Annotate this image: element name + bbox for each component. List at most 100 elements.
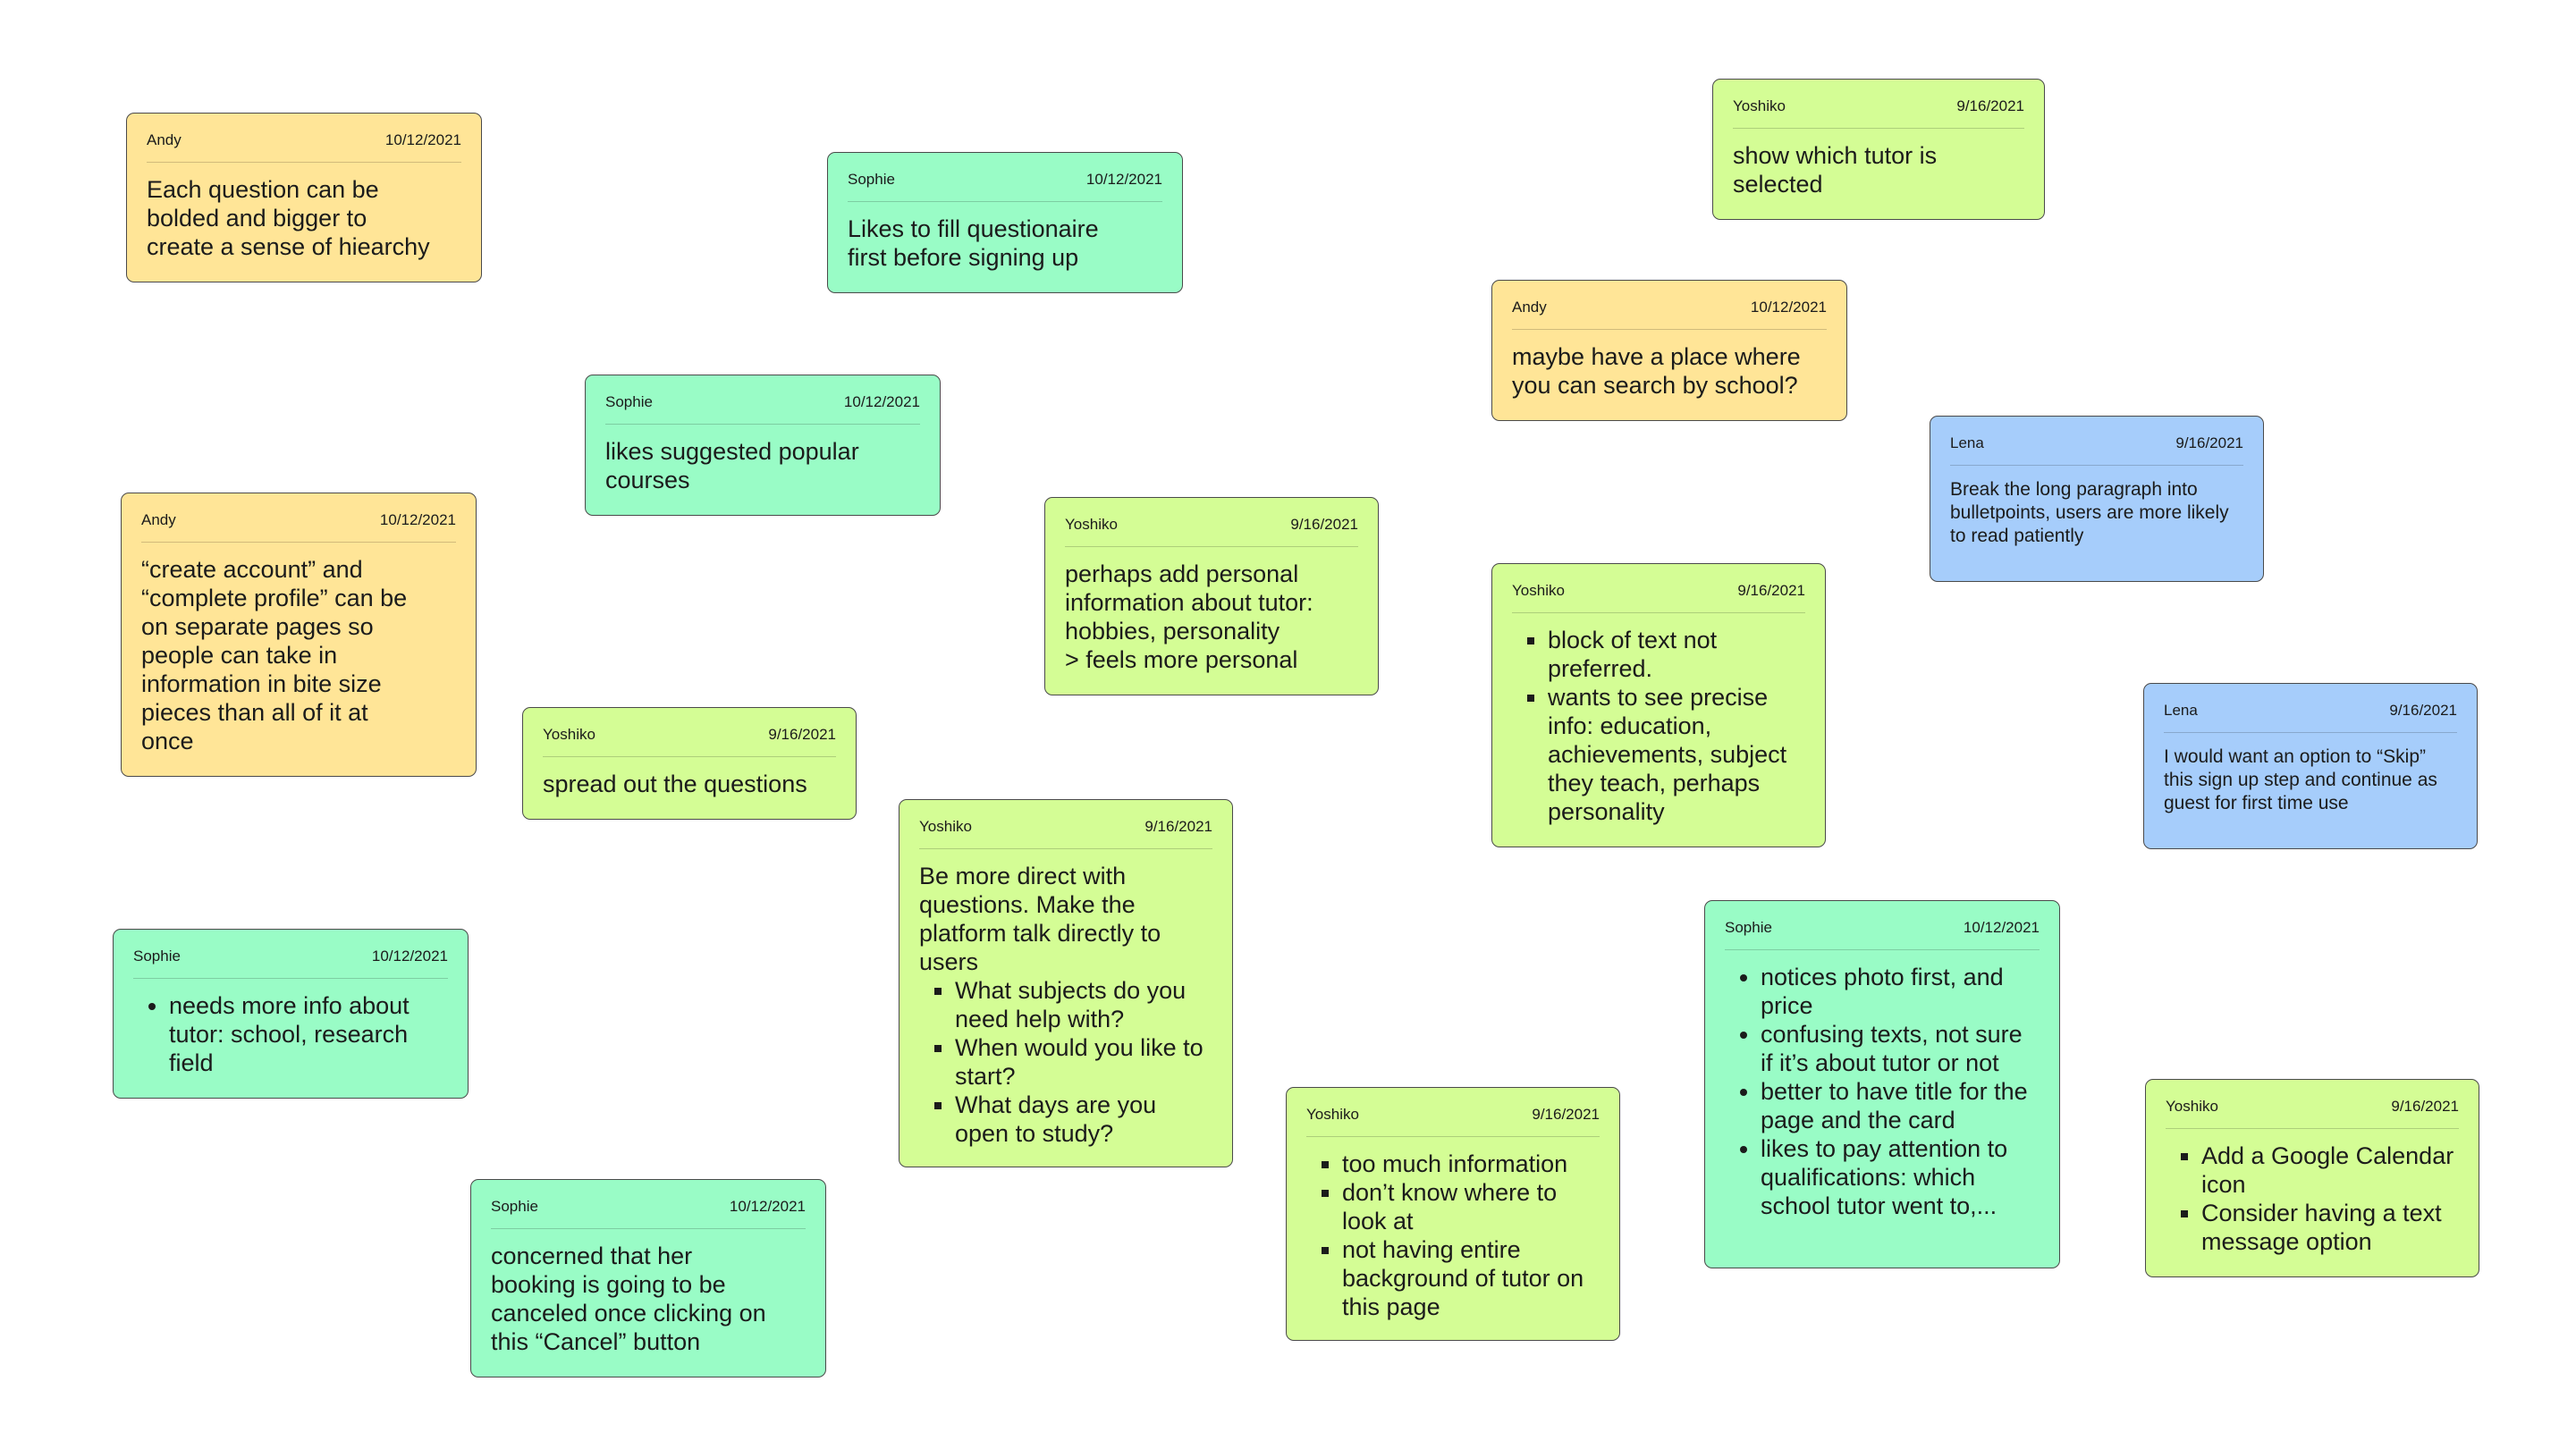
note-author: Yoshiko: [1065, 516, 1118, 533]
sticky-note[interactable]: Sophie 10/12/2021 Likes to fill question…: [827, 152, 1183, 293]
note-header: Lena 9/16/2021: [2164, 702, 2457, 733]
note-header: Sophie 10/12/2021: [605, 393, 920, 425]
note-date: 10/12/2021: [371, 948, 448, 965]
note-text: Break the long paragraph into bulletpoin…: [1950, 479, 2229, 546]
note-header: Lena 9/16/2021: [1950, 434, 2243, 466]
list-item: When would you like to start?: [955, 1033, 1212, 1091]
note-header: Yoshiko 9/16/2021: [919, 818, 1212, 849]
note-header: Sophie 10/12/2021: [1725, 919, 2040, 950]
sticky-note[interactable]: Yoshiko 9/16/2021 block of text not pref…: [1491, 563, 1826, 847]
sticky-note[interactable]: Yoshiko 9/16/2021 spread out the questio…: [522, 707, 857, 820]
note-header: Andy 10/12/2021: [1512, 299, 1827, 330]
note-author: Lena: [2164, 702, 2198, 719]
sticky-note[interactable]: Sophie 10/12/2021 concerned that her boo…: [470, 1179, 826, 1377]
sticky-note[interactable]: Yoshiko 9/16/2021 perhaps add personal i…: [1044, 497, 1379, 695]
note-author: Yoshiko: [1306, 1106, 1359, 1123]
note-header: Yoshiko 9/16/2021: [543, 726, 836, 757]
list-item: wants to see precise info: education, ac…: [1548, 683, 1805, 826]
note-author: Sophie: [133, 948, 181, 965]
sticky-note[interactable]: Sophie 10/12/2021 likes suggested popula…: [585, 375, 941, 516]
note-header: Yoshiko 9/16/2021: [2166, 1098, 2459, 1129]
note-text: show which tutor is selected: [1733, 142, 1938, 198]
list-item: not having entire background of tutor on…: [1342, 1235, 1600, 1321]
note-bullet-list: needs more info about tutor: school, res…: [133, 991, 448, 1077]
sticky-note[interactable]: Andy 10/12/2021 “create account” and “co…: [121, 493, 477, 777]
list-item: likes to pay attention to qualifications…: [1761, 1134, 2040, 1220]
note-date: 10/12/2021: [843, 393, 920, 410]
list-item: too much information: [1342, 1150, 1600, 1178]
note-header: Sophie 10/12/2021: [491, 1198, 806, 1229]
sticky-note[interactable]: Sophie 10/12/2021 notices photo first, a…: [1704, 900, 2060, 1268]
note-header: Yoshiko 9/16/2021: [1512, 582, 1805, 613]
note-author: Sophie: [491, 1198, 538, 1215]
note-date: 10/12/2021: [1963, 919, 2040, 936]
note-date: 9/16/2021: [1737, 582, 1805, 599]
note-date: 10/12/2021: [1085, 171, 1162, 188]
list-item: block of text not preferred.: [1548, 626, 1805, 683]
note-author: Andy: [141, 511, 176, 528]
note-bullet-list: notices photo first, and price confusing…: [1725, 963, 2040, 1220]
note-date: 10/12/2021: [1750, 299, 1827, 316]
note-text: I would want an option to “Skip” this si…: [2164, 746, 2437, 813]
note-author: Sophie: [848, 171, 895, 188]
note-date: 9/16/2021: [768, 726, 836, 743]
note-text: maybe have a place where you can search …: [1512, 343, 1801, 399]
note-author: Sophie: [605, 393, 653, 410]
note-header: Yoshiko 9/16/2021: [1306, 1106, 1600, 1137]
note-text: perhaps add personal information about t…: [1065, 560, 1313, 673]
sticky-note[interactable]: Yoshiko 9/16/2021 Add a Google Calendar …: [2145, 1079, 2479, 1277]
note-author: Andy: [1512, 299, 1547, 316]
list-item: What days are you open to study?: [955, 1091, 1212, 1148]
note-header: Yoshiko 9/16/2021: [1733, 97, 2024, 129]
note-text: Be more direct with questions. Make the …: [919, 863, 1161, 975]
note-header: Sophie 10/12/2021: [848, 171, 1162, 202]
note-text: concerned that her booking is going to b…: [491, 1243, 766, 1355]
list-item: needs more info about tutor: school, res…: [169, 991, 448, 1077]
sticky-note[interactable]: Yoshiko 9/16/2021 Be more direct with qu…: [899, 799, 1233, 1167]
note-header: Andy 10/12/2021: [141, 511, 456, 543]
list-item: Consider having a text message option: [2201, 1199, 2459, 1256]
list-item: confusing texts, not sure if it’s about …: [1761, 1020, 2040, 1077]
note-bullet-list: Add a Google Calendar icon Consider havi…: [2166, 1142, 2459, 1256]
note-header: Yoshiko 9/16/2021: [1065, 516, 1358, 547]
list-item: Add a Google Calendar icon: [2201, 1142, 2459, 1199]
note-header: Sophie 10/12/2021: [133, 948, 448, 979]
list-item: What subjects do you need help with?: [955, 976, 1212, 1033]
note-date: 9/16/2021: [1144, 818, 1212, 835]
note-date: 10/12/2021: [379, 511, 456, 528]
sticky-note[interactable]: Yoshiko 9/16/2021 too much information d…: [1286, 1087, 1620, 1341]
note-author: Yoshiko: [1733, 97, 1786, 114]
note-bullet-list: too much information don’t know where to…: [1306, 1150, 1600, 1321]
note-text: Each question can be bolded and bigger t…: [147, 176, 430, 260]
note-bullet-list: What subjects do you need help with? Whe…: [919, 976, 1212, 1148]
note-date: 10/12/2021: [384, 131, 461, 148]
sticky-note[interactable]: Sophie 10/12/2021 needs more info about …: [113, 929, 469, 1099]
list-item: notices photo first, and price: [1761, 963, 2040, 1020]
note-date: 9/16/2021: [1956, 97, 2024, 114]
note-author: Sophie: [1725, 919, 1772, 936]
note-author: Yoshiko: [1512, 582, 1565, 599]
note-author: Andy: [147, 131, 182, 148]
note-date: 9/16/2021: [1532, 1106, 1600, 1123]
note-text: spread out the questions: [543, 771, 807, 797]
note-text: Likes to fill questionaire first before …: [848, 215, 1099, 271]
note-bullet-list: block of text not preferred. wants to se…: [1512, 626, 1805, 826]
note-author: Yoshiko: [919, 818, 972, 835]
list-item: better to have title for the page and th…: [1761, 1077, 2040, 1134]
list-item: don’t know where to look at: [1342, 1178, 1600, 1235]
note-date: 9/16/2021: [2175, 434, 2243, 451]
note-date: 9/16/2021: [2389, 702, 2457, 719]
note-date: 9/16/2021: [2391, 1098, 2459, 1115]
note-date: 9/16/2021: [1290, 516, 1358, 533]
sticky-note[interactable]: Lena 9/16/2021 Break the long paragraph …: [1930, 416, 2264, 582]
note-text: “create account” and “complete profile” …: [141, 556, 408, 754]
note-author: Lena: [1950, 434, 1984, 451]
sticky-note[interactable]: Yoshiko 9/16/2021 show which tutor is se…: [1712, 79, 2045, 220]
note-author: Yoshiko: [2166, 1098, 2218, 1115]
note-author: Yoshiko: [543, 726, 595, 743]
sticky-note[interactable]: Lena 9/16/2021 I would want an option to…: [2143, 683, 2478, 849]
sticky-note[interactable]: Andy 10/12/2021 Each question can be bol…: [126, 113, 482, 282]
sticky-note[interactable]: Andy 10/12/2021 maybe have a place where…: [1491, 280, 1847, 421]
note-date: 10/12/2021: [729, 1198, 806, 1215]
